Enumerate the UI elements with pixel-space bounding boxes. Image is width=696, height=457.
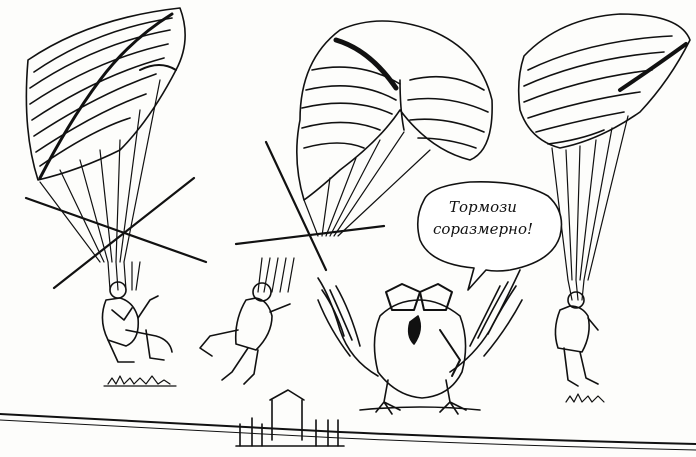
center-parachute-canopy [296,20,493,201]
left-ground-tuft [103,375,177,387]
right-parachute-canopy [517,13,691,149]
center-parachute-lines [303,131,431,237]
left-parachute-canopy [25,7,186,181]
right-parachutist [554,279,599,387]
speech-bubble [416,180,563,291]
speech-bubble-text: Тормози соразмерно! [418,196,548,240]
speech-line-2: соразмерно! [432,220,533,238]
ground-line [0,413,696,451]
right-parachute-lines [551,115,629,281]
center-cross-mark [234,140,386,272]
owl-instructor [317,269,523,415]
speech-line-1: Тормози [449,198,517,216]
left-parachute-lines [39,79,161,263]
center-parachutist [199,257,295,385]
right-ground-tuft [565,393,605,403]
left-parachutist [101,261,173,363]
left-cross-mark [24,176,208,290]
landing-tower [235,389,345,447]
